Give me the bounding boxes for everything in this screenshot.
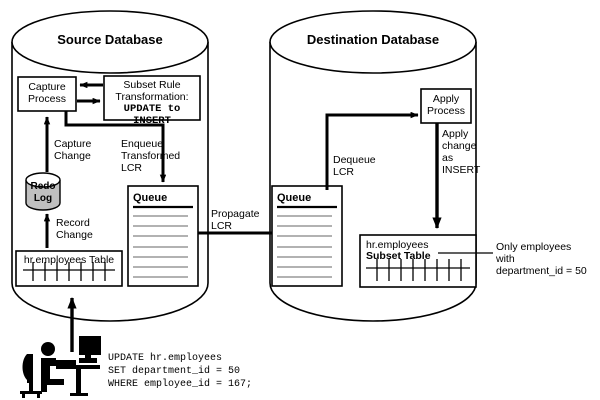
apply-change-insert-label: Apply change as INSERT bbox=[442, 128, 481, 176]
apply-process-box[interactable] bbox=[420, 88, 472, 124]
record-change-label: Record Change bbox=[56, 217, 93, 241]
source-queue-box[interactable] bbox=[127, 185, 199, 287]
subset-callout-label: Only employees with department_id = 50 bbox=[496, 241, 587, 277]
arrow-enqueue-transformed-lcr bbox=[64, 111, 167, 183]
hr-employees-table-label: hr.employees Table bbox=[23, 254, 115, 266]
propagate-lcr-label: Propagate LCR bbox=[211, 208, 260, 232]
capture-process-label: Capture Process bbox=[28, 81, 66, 105]
redo-log-label: Redo Log bbox=[30, 181, 56, 204]
hr-employees-table-box[interactable] bbox=[15, 250, 123, 287]
enqueue-transformed-lcr-label: Enqueue Transformed LCR bbox=[121, 138, 181, 174]
arrow-dequeue-lcr bbox=[325, 111, 419, 190]
capture-change-label: Capture Change bbox=[54, 138, 92, 162]
subset-rule-line2: Transformation: bbox=[115, 91, 189, 103]
subset-rule-transformation-box[interactable] bbox=[103, 75, 201, 121]
sql-statement: UPDATE hr.employees SET department_id = … bbox=[108, 353, 253, 390]
source-database-title: Source Database bbox=[57, 32, 163, 47]
destination-database-title: Destination Database bbox=[306, 32, 440, 47]
dequeue-lcr-label: Dequeue LCR bbox=[333, 154, 376, 178]
subset-rule-line1: Subset Rule bbox=[123, 79, 181, 91]
source-queue-label: Queue bbox=[133, 192, 168, 204]
capture-process-box[interactable] bbox=[17, 76, 77, 112]
apply-process-label: Apply Process bbox=[427, 93, 465, 117]
subset-table-line1: hr.employees bbox=[366, 239, 429, 251]
destination-queue-box[interactable] bbox=[271, 185, 343, 287]
subset-rule-line3: UPDATE to INSERT bbox=[123, 103, 181, 127]
subset-table-line2: Subset Table bbox=[366, 250, 431, 262]
hr-employees-subset-table-box[interactable] bbox=[359, 234, 477, 288]
user-at-workstation-icon bbox=[20, 336, 101, 398]
destination-queue-label: Queue bbox=[277, 192, 312, 204]
redo-log-cylinder bbox=[25, 172, 61, 211]
